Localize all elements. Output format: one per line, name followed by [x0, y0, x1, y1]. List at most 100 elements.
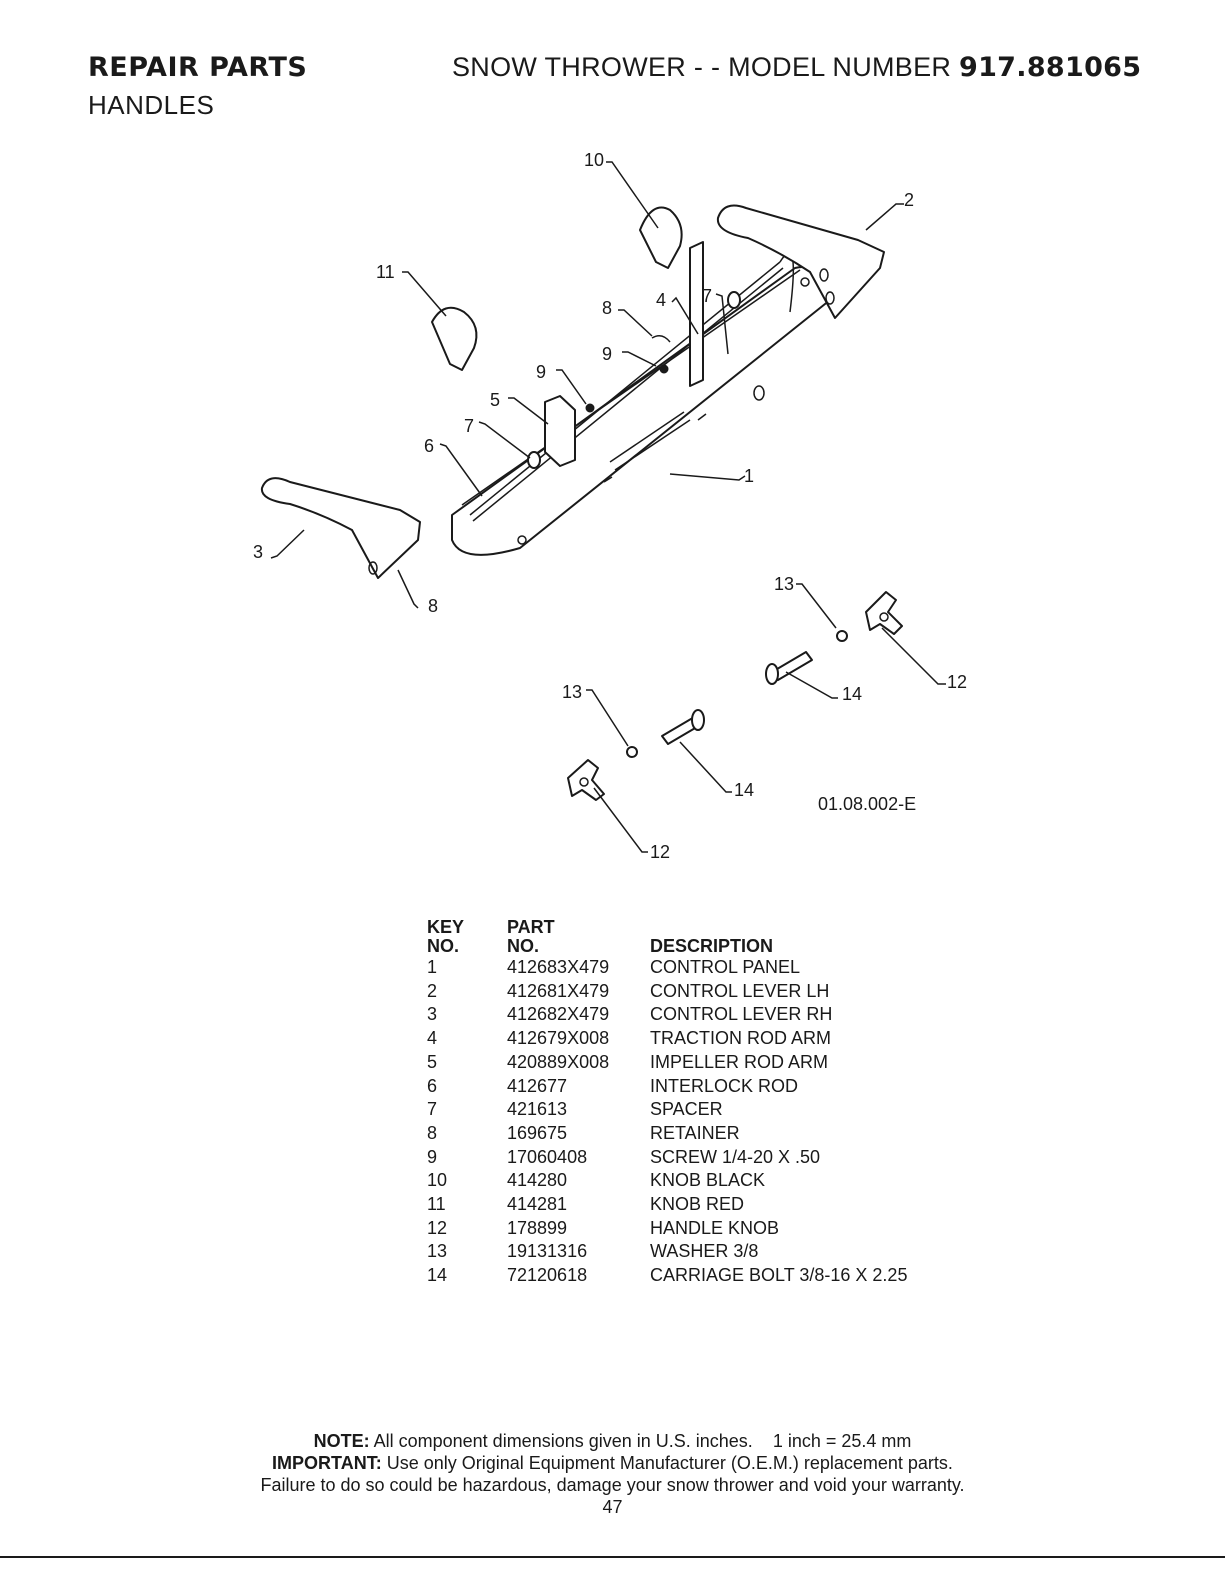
notes-block: NOTE: All component dimensions given in …: [0, 1430, 1225, 1518]
page-subtitle: HANDLES: [88, 90, 215, 120]
callout-6: 6: [424, 436, 434, 456]
cell-key-no: 1: [427, 957, 438, 977]
callout-7-lower: 7: [464, 416, 474, 436]
callout-10: 10: [584, 150, 604, 170]
important-line: IMPORTANT: Use only Original Equipment M…: [272, 1453, 953, 1473]
control-lever-rh-drawing: [260, 477, 421, 579]
cell-key-no: 6: [427, 1075, 438, 1096]
warning-line: Failure to do so could be hazardous, dam…: [260, 1475, 965, 1495]
document-title: SNOW THROWER - - MODEL NUMBER 917.881065: [452, 52, 1141, 83]
callout-4: 4: [656, 290, 666, 310]
washer-upper-drawing: [836, 630, 848, 642]
table-row: 3 412682X479 CONTROL LEVER RH: [427, 1003, 907, 1027]
cell-part-no: 421613: [507, 1099, 568, 1120]
callout-2: 2: [904, 190, 914, 210]
cell-key-no: 11: [427, 1194, 446, 1215]
callout-1: 1: [744, 466, 754, 486]
callout-8-top: 8: [602, 298, 612, 318]
model-number: 917.881065: [959, 52, 1142, 83]
cell-description: RETAINER: [650, 1122, 740, 1143]
callout-13-upper: 13: [774, 574, 794, 594]
cell-key-no: 3: [427, 1004, 438, 1025]
callout-14-lower: 14: [734, 780, 754, 800]
callout-9-lower: 9: [536, 362, 546, 382]
cell-key-no: 14: [427, 1265, 448, 1286]
callout-14-upper: 14: [842, 684, 862, 704]
cell-key-no: 9: [427, 1146, 438, 1167]
bottom-rule: [0, 1556, 1225, 1558]
carriage-bolt-upper-drawing: [765, 651, 813, 685]
cell-description: KNOB RED: [650, 1194, 745, 1215]
callout-9-upper: 9: [602, 344, 612, 364]
callout-12-upper: 12: [947, 672, 967, 692]
cell-part-no: 420889X008: [507, 1051, 610, 1072]
cell-part-no: 414281: [507, 1194, 568, 1215]
cell-description: KNOB BLACK: [650, 1170, 766, 1191]
cell-description: CARRIAGE BOLT 3/8-16 X 2.25: [650, 1265, 908, 1286]
cell-description: CONTROL LEVER LH: [650, 980, 830, 1001]
knob-red-drawing: [431, 306, 478, 371]
cell-part-no: 19131316: [507, 1241, 588, 1262]
table-row: 8 169675 RETAINER: [427, 1122, 907, 1146]
cell-description: CONTROL LEVER RH: [650, 1004, 833, 1025]
callout-3: 3: [253, 542, 263, 562]
callout-11: 11: [376, 262, 395, 282]
cell-key-no: 2: [427, 980, 438, 1001]
cell-description: SCREW 1/4-20 X .50: [650, 1146, 821, 1167]
callout-labels: 10 2 11 8 4 7 9 9 5 7 6 1 3 8 13 12 14 1…: [253, 150, 967, 862]
cell-part-no: 169675: [507, 1122, 568, 1143]
cell-description: HANDLE KNOB: [650, 1217, 780, 1238]
table-row: 5 420889X008 IMPELLER ROD ARM: [427, 1051, 907, 1075]
cell-key-no: 13: [427, 1241, 448, 1262]
table-row: 2 412681X479 CONTROL LEVER LH: [427, 980, 907, 1004]
cell-part-no: 72120618: [507, 1265, 588, 1286]
table-row: 4 412679X008 TRACTION ROD ARM: [427, 1027, 907, 1051]
cell-description: CONTROL PANEL: [650, 957, 801, 977]
cell-description: WASHER 3/8: [650, 1241, 759, 1262]
cell-description: SPACER: [650, 1099, 723, 1120]
knob-black-drawing: [639, 206, 683, 269]
callout-5: 5: [490, 390, 500, 410]
cell-key-no: 8: [427, 1122, 438, 1143]
callout-12-lower: 12: [650, 842, 670, 862]
note-line: NOTE: All component dimensions given in …: [313, 1431, 912, 1451]
callout-8-bottom: 8: [428, 596, 438, 616]
table-row: 13 19131316 WASHER 3/8: [427, 1240, 907, 1264]
cell-part-no: 178899: [507, 1217, 568, 1238]
cell-description: IMPELLER ROD ARM: [650, 1051, 829, 1072]
cell-key-no: 4: [427, 1028, 438, 1049]
table-row: 6 412677 INTERLOCK ROD: [427, 1075, 907, 1099]
cell-part-no: 412677: [507, 1075, 568, 1096]
cell-key-no: 10: [427, 1170, 448, 1191]
control-panel-drawing: [451, 266, 831, 556]
cell-description: TRACTION ROD ARM: [650, 1028, 832, 1049]
control-lever-lh-drawing: [716, 204, 885, 319]
page-number: 47: [602, 1497, 623, 1517]
exploded-parts-diagram: 10 2 11 8 4 7 9 9 5 7 6 1 3 8 13 12 14 1…: [253, 150, 967, 862]
table-row: 11 414281 KNOB RED: [427, 1193, 907, 1217]
header-description: DESCRIPTION: [650, 936, 774, 956]
washer-lower-drawing: [626, 746, 638, 758]
rod-arms-drawing: [544, 241, 704, 467]
table-row: 10 414280 KNOB BLACK: [427, 1169, 907, 1193]
cell-part-no: 412681X479: [507, 980, 610, 1001]
leader-lines: [270, 161, 946, 853]
cell-key-no: 12: [427, 1217, 448, 1238]
callout-7-top: 7: [702, 286, 712, 306]
cell-part-no: 412682X479: [507, 1004, 610, 1025]
cell-key-no: 5: [427, 1051, 438, 1072]
cell-part-no: 412679X008: [507, 1028, 610, 1049]
cell-description: INTERLOCK ROD: [650, 1075, 799, 1096]
handle-knob-upper-drawing: [865, 591, 903, 635]
carriage-bolt-lower-drawing: [661, 709, 705, 745]
table-row: 12 178899 HANDLE KNOB: [427, 1217, 907, 1241]
cell-part-no: 414280: [507, 1170, 568, 1191]
title-prefix: SNOW THROWER - - MODEL NUMBER: [452, 52, 959, 82]
